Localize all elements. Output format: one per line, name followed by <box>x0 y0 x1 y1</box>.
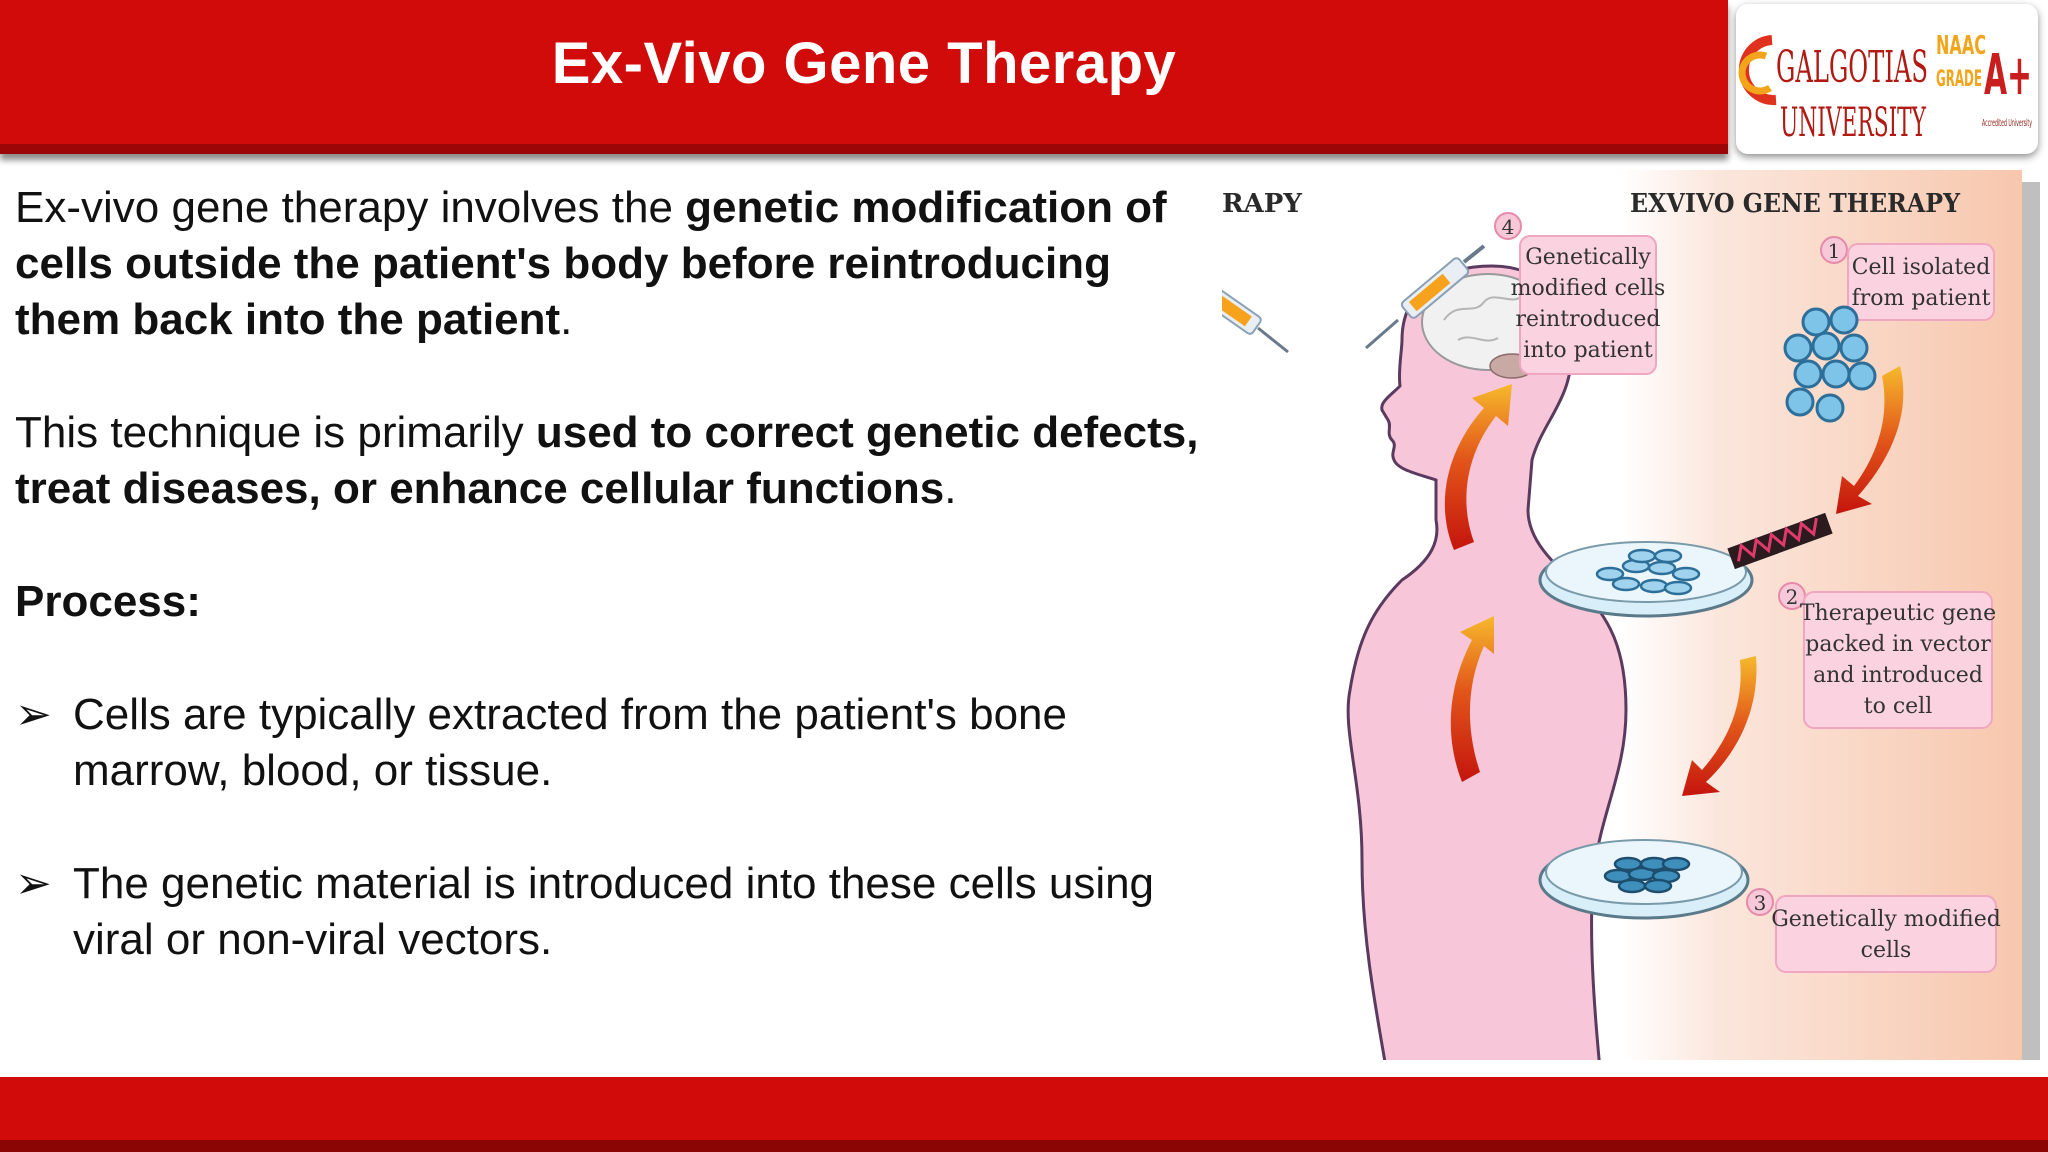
logo-small: Accredited University <box>1982 118 2032 129</box>
step-3-line: Genetically modified <box>1771 907 2001 932</box>
step-4-number: 4 <box>1502 215 1515 239</box>
slide-title: Ex-Vivo Gene Therapy <box>551 31 1177 96</box>
step-4-box <box>1519 235 1657 375</box>
technique-end: . <box>944 464 957 513</box>
bullet-item: ➢ Cells are typically extracted from the … <box>15 687 1200 799</box>
figure-title: EXVIVO GENE THERAPY <box>1630 189 1960 219</box>
human-body <box>1346 264 1628 1060</box>
bullet-item: ➢ The genetic material is introduced into… <box>15 856 1200 968</box>
intro-end: . <box>560 295 573 344</box>
step-4-line: into patient <box>1523 338 1653 363</box>
intro-normal: Ex-vivo gene therapy involves the <box>15 183 686 232</box>
petri-dish-with-vector <box>1538 512 1833 618</box>
bullet-arrow-icon: ➢ <box>15 859 52 908</box>
isolated-cells-icon <box>1783 305 1877 423</box>
technique-bold: used to correct genetic defects, treat d… <box>15 408 1199 513</box>
step-2-line: to cell <box>1864 694 1933 719</box>
arrow-up-left-icon <box>1444 384 1512 550</box>
syringe-right-icon <box>1365 244 1486 350</box>
step-1-line: Cell isolated <box>1852 255 1991 280</box>
step-4-line: reintroduced <box>1515 307 1660 332</box>
logo-line1: GALGOTIAS <box>1776 42 1928 93</box>
step-2-box <box>1803 591 1993 729</box>
step-2-number: 2 <box>1786 585 1799 609</box>
step-3-line: cells <box>1861 938 1912 963</box>
arrow-up-left-icon-lower <box>1450 616 1494 782</box>
bullet-arrow-icon: ➢ <box>15 690 52 739</box>
step-2-line: and introduced <box>1813 663 1983 688</box>
step-4-line: modified cells <box>1511 276 1666 301</box>
logo-grade-value: A+ <box>1984 43 2032 108</box>
bullet-text: Cells are typically extracted from the p… <box>73 690 1067 795</box>
syringe-left-icon <box>1222 285 1289 354</box>
figure-illustration: RAPY EXVIVO GENE THERAPY 4 Genetically m… <box>1222 189 2001 1060</box>
step-1-number: 1 <box>1828 239 1841 263</box>
step-1-box <box>1847 243 1995 321</box>
logo-line2: UNIVERSITY <box>1780 100 1926 146</box>
step-4-line: Genetically <box>1525 245 1651 270</box>
slide-body: Ex-vivo gene therapy involves the geneti… <box>15 180 1200 968</box>
petri-dish-modified-cells <box>1538 839 1750 920</box>
step-2-line: Therapeutic gene <box>1800 601 1996 626</box>
logo-graphic: GALGOTIAS UNIVERSITY NAAC GRADE A+ Accre… <box>1738 31 2032 146</box>
step-3-box <box>1775 895 1997 973</box>
arrow-down-left-icon <box>1682 656 1757 796</box>
gene-therapy-figure: RAPY EXVIVO GENE THERAPY 4 Genetically m… <box>1222 170 2022 1060</box>
university-logo: GALGOTIAS UNIVERSITY NAAC GRADE A+ Accre… <box>1736 4 2038 154</box>
intro-paragraph: Ex-vivo gene therapy involves the geneti… <box>15 180 1200 348</box>
technique-normal: This technique is primarily <box>15 408 536 457</box>
step-3-number: 3 <box>1754 891 1767 915</box>
footer-bar <box>0 1077 2048 1152</box>
title-bar: Ex-Vivo Gene Therapy <box>0 0 1728 154</box>
step-2-line: packed in vector <box>1805 632 1991 657</box>
step-1-line: from patient <box>1852 286 1991 311</box>
logo-naac: NAAC <box>1936 31 1986 61</box>
intro-bold: genetic modification of cells outside th… <box>15 183 1167 344</box>
process-heading: Process: <box>15 577 201 626</box>
arrow-down-right-icon <box>1836 366 1904 514</box>
technique-paragraph: This technique is primarily used to corr… <box>15 405 1200 517</box>
bullet-text: The genetic material is introduced into … <box>73 859 1155 964</box>
figure-cut-title: RAPY <box>1222 189 1302 219</box>
logo-grade: GRADE <box>1936 67 1982 92</box>
